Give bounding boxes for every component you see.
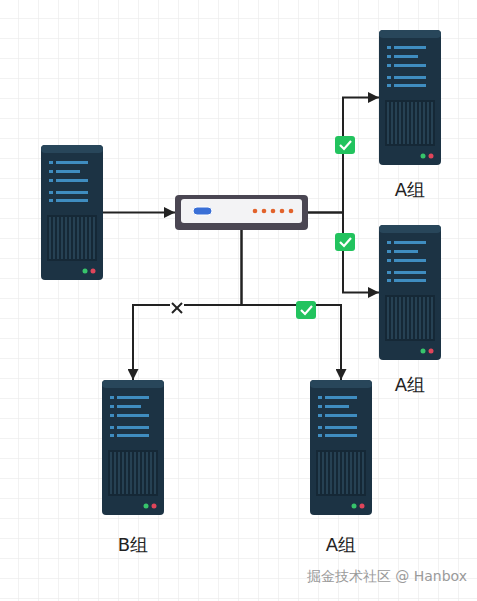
server-node: B组: [102, 380, 164, 515]
check-mark: [296, 301, 316, 319]
server-node: A组: [310, 380, 372, 515]
server-icon: [379, 30, 441, 165]
group-label: A组: [395, 374, 425, 396]
server-icon: [102, 380, 164, 515]
watermark: 掘金技术社区 @ Hanbox: [307, 567, 467, 585]
server-node: A组: [379, 30, 441, 165]
group-label: B组: [118, 534, 148, 556]
server-icon: [379, 225, 441, 360]
group-label: A组: [326, 534, 356, 556]
router-device: [175, 195, 308, 230]
server-node: A组: [379, 225, 441, 360]
connector-arrow: [308, 98, 379, 213]
connector-arrow: [103, 212, 175, 214]
connector-arrow: [242, 230, 342, 380]
check-mark: [335, 233, 355, 251]
check-mark: [335, 136, 355, 154]
server-icon: [41, 145, 103, 280]
router-icon: [175, 195, 308, 230]
server-icon: [310, 380, 372, 515]
cross-mark: [170, 301, 184, 315]
source-server: [41, 145, 103, 280]
group-label: A组: [395, 179, 425, 201]
connector-arrow: [308, 213, 379, 293]
connector-arrow: [133, 230, 242, 380]
